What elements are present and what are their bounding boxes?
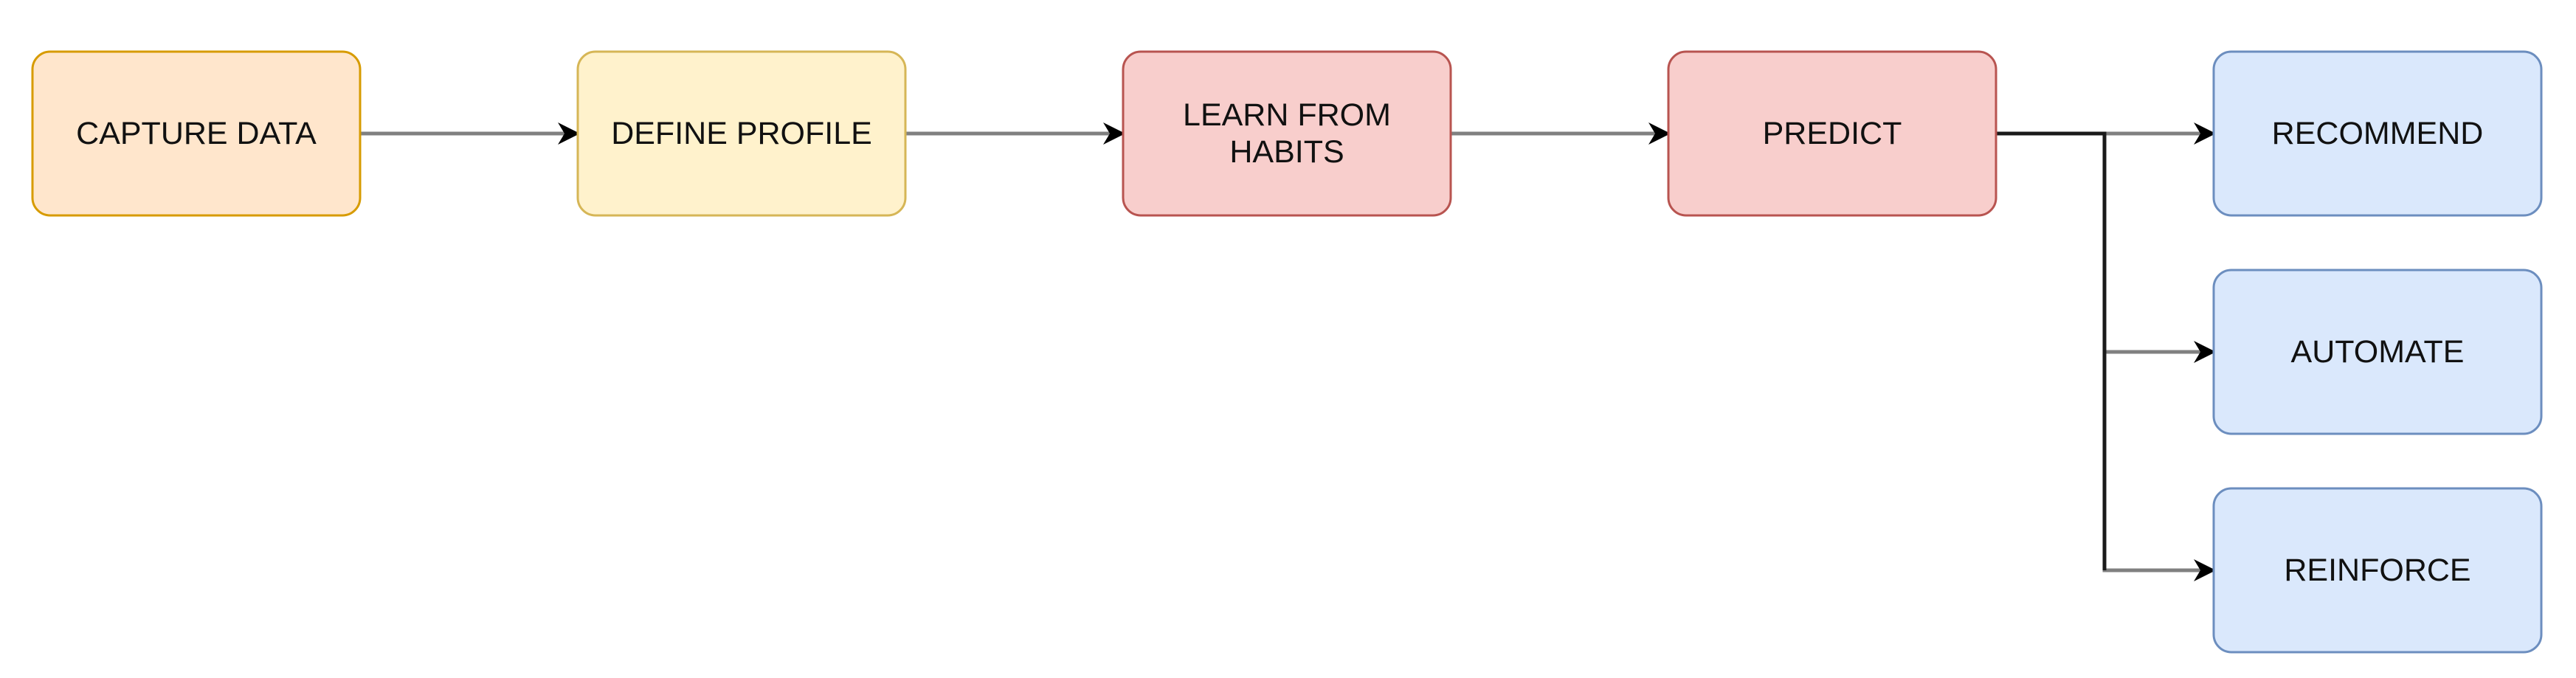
node-automate-box <box>2212 269 2543 435</box>
node-define-label-0: DEFINE PROFILE <box>611 116 872 151</box>
node-automate: AUTOMATE <box>2212 269 2543 435</box>
node-predict-label-0: PREDICT <box>1763 116 1902 151</box>
edge-branch-trunk <box>1996 131 2107 570</box>
edges-layer <box>360 122 2216 581</box>
node-define-box <box>576 50 907 217</box>
node-reinforce: REINFORCE <box>2212 487 2543 654</box>
node-define: DEFINE PROFILE <box>576 50 907 217</box>
node-recommend-box <box>2212 50 2543 217</box>
node-predict: PREDICT <box>1667 50 1997 217</box>
node-recommend-label-0: RECOMMEND <box>2272 116 2484 151</box>
node-learn-box <box>1122 50 1452 217</box>
node-capture-box <box>31 50 362 217</box>
node-reinforce-box <box>2212 487 2543 654</box>
node-capture-label-0: CAPTURE DATA <box>76 116 317 151</box>
node-recommend: RECOMMEND <box>2212 50 2543 217</box>
node-capture: CAPTURE DATA <box>31 50 362 217</box>
node-automate-label-0: AUTOMATE <box>2291 334 2465 370</box>
nodes-layer: CAPTURE DATA DEFINE PROFILE LEARN FROMHABI… <box>31 50 2543 654</box>
node-predict-box <box>1667 50 1997 217</box>
node-learn-label-0: LEARN FROM <box>1183 97 1391 133</box>
node-reinforce-label-0: REINFORCE <box>2284 553 2470 588</box>
node-learn-label-1: HABITS <box>1229 134 1344 170</box>
